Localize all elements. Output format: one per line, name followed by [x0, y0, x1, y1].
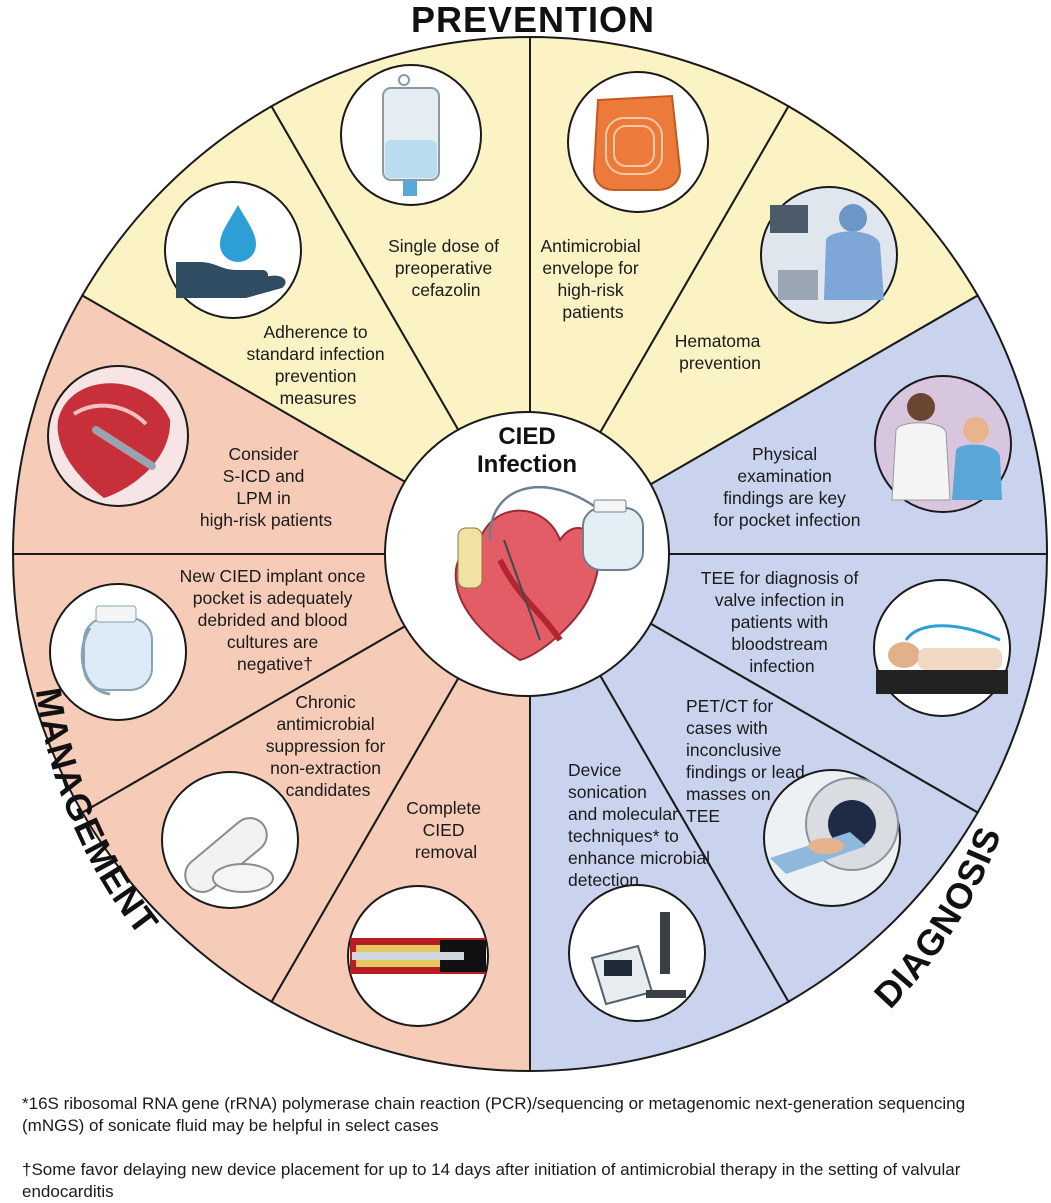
segment-text-s7: PET/CT for cases with inconclusive findi… [686, 696, 810, 826]
doctor-examining-patient-icon [874, 375, 1012, 513]
segment-text-s11: New CIED implant once pocket is adequate… [180, 566, 371, 674]
category-title-prevention: PREVENTION [411, 0, 655, 40]
hand-water-drop-icon [164, 181, 302, 319]
segment-text-s9: Complete CIED removal [406, 798, 486, 862]
center-title-line1: CIED [498, 423, 555, 450]
segment-text-s1: Adherence to standard infection preventi… [246, 322, 389, 408]
footnote-asterisk: *16S ribosomal RNA gene (rRNA) polymeras… [22, 1094, 966, 1135]
sonicator-device-icon [568, 884, 706, 1022]
pet-ct-scanner-icon [763, 769, 901, 907]
segment-illustrations [47, 64, 1012, 1027]
segment-text-s8: Device sonication and molecular techniqu… [568, 760, 715, 890]
pacemaker-device-icon [49, 583, 187, 721]
segment-labels: Adherence to standard infection preventi… [180, 236, 863, 890]
footnote-dagger: †Some favor delaying new device placemen… [22, 1160, 961, 1201]
segment-text-s3: Antimicrobial envelope for high-risk pat… [540, 236, 645, 322]
segment-text-s12: Consider S-ICD and LPM in high-risk pati… [200, 444, 333, 530]
center-hub: CIED Infection [384, 411, 670, 697]
antimicrobial-envelope-icon [567, 71, 709, 213]
segment-text-s5: Physical examination findings are key fo… [714, 444, 861, 530]
segment-text-s10: Chronic antimicrobial suppression for no… [266, 692, 391, 800]
lead-extraction-sheath-icon [347, 885, 489, 1027]
center-title-line2: Infection [477, 451, 577, 478]
tee-probe-patient-icon [873, 579, 1011, 717]
heart-leadless-pacemaker-icon [47, 365, 189, 507]
segment-text-s2: Single dose of preoperative cefazolin [388, 236, 504, 300]
iv-bag-icon [340, 64, 482, 206]
pills-icon [161, 771, 299, 909]
segment-text-s4: Hematoma prevention [675, 331, 765, 373]
segment-text-s6: TEE for diagnosis of valve infection in … [701, 568, 863, 676]
surgeon-operating-room-icon [760, 186, 898, 324]
heart-with-pacemaker-icon [454, 485, 644, 662]
cied-infection-wheel-diagram: Adherence to standard infection preventi… [11, 0, 1049, 1073]
